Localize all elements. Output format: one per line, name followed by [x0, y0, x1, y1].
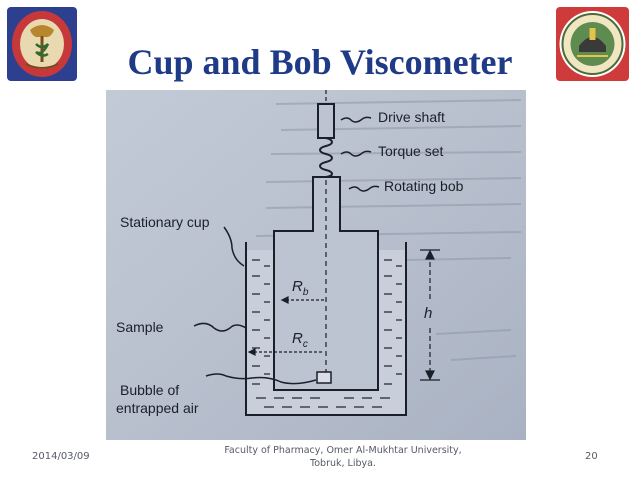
label-rc: Rc	[292, 330, 308, 351]
label-rb: Rb	[292, 278, 309, 299]
liquid-dashes	[252, 259, 402, 408]
label-bubble-line2: entrapped air	[116, 400, 199, 416]
label-stationary-cup: Stationary cup	[120, 214, 210, 230]
label-bubble-line1: Bubble of	[120, 382, 180, 398]
torque-spring	[319, 137, 333, 178]
leader-lines	[193, 116, 380, 385]
height-dimension	[420, 249, 440, 381]
faculty-logo-left	[6, 6, 78, 82]
label-rotating-bob: Rotating bob	[384, 178, 464, 194]
footer-institution: Faculty of Pharmacy, Omer Al-Mukhtar Uni…	[208, 444, 478, 470]
footer-date: 2014/03/09	[32, 451, 90, 462]
air-bubble	[316, 371, 332, 384]
university-logo-right	[555, 6, 630, 82]
stationary-cup	[245, 242, 407, 416]
viscometer-diagram: Drive shaft Torque set Rotating bob Stat…	[106, 90, 526, 440]
label-torque-set: Torque set	[378, 143, 444, 159]
label-h: h	[424, 305, 433, 322]
footer-institution-line1: Faculty of Pharmacy, Omer Al-Mukhtar Uni…	[224, 445, 462, 456]
footer-institution-line2: Tobruk, Libya.	[310, 458, 376, 469]
radius-arrows	[247, 296, 324, 356]
drive-shaft	[317, 103, 335, 139]
label-sample: Sample	[116, 319, 164, 335]
footer-page-number: 20	[585, 451, 598, 462]
label-drive-shaft: Drive shaft	[378, 109, 445, 125]
slide-title: Cup and Bob Viscometer	[127, 42, 513, 82]
